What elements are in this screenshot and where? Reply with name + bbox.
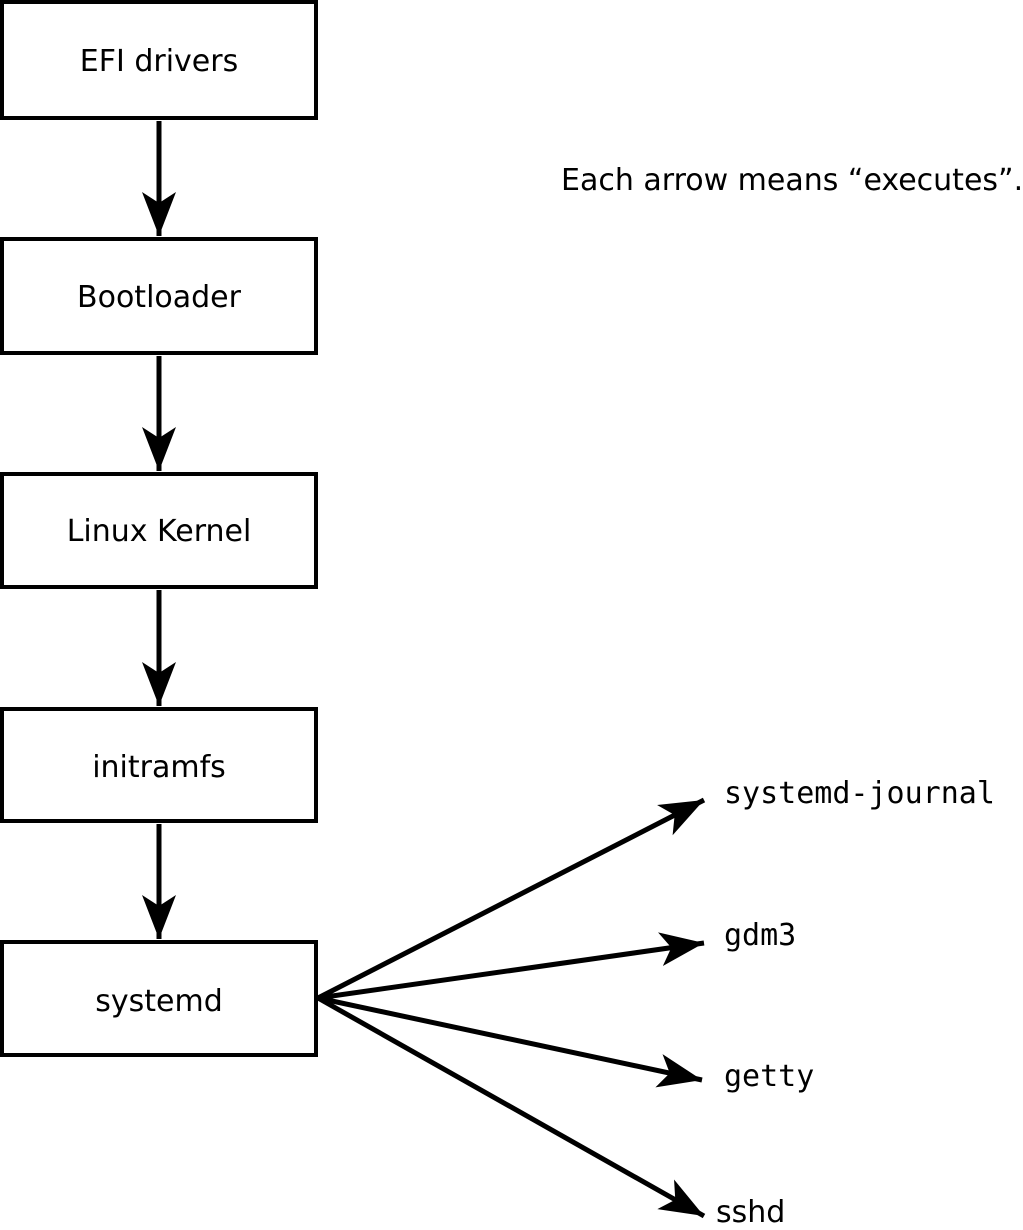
service-label-gdm3: gdm3 bbox=[724, 918, 796, 953]
box-systemd-label: systemd bbox=[95, 984, 223, 1019]
box-bootloader: Bootloader bbox=[0, 237, 318, 355]
arrow-systemd-to-journal bbox=[316, 797, 706, 1001]
arrow-systemd-to-gdm3 bbox=[317, 932, 705, 1001]
box-efi-drivers-label: EFI drivers bbox=[80, 44, 238, 79]
arrow-systemd-to-getty bbox=[317, 995, 703, 1088]
box-systemd-rect bbox=[0, 940, 318, 1057]
service-label-systemd-journal: systemd-journal bbox=[724, 776, 995, 811]
box-initramfs-rect bbox=[0, 707, 318, 823]
box-efi-drivers-rect bbox=[0, 0, 318, 120]
box-initramfs: initramfs bbox=[0, 707, 318, 823]
box-linux-kernel-label: Linux Kernel bbox=[67, 514, 252, 549]
box-bootloader-rect bbox=[0, 237, 318, 355]
box-efi-drivers: EFI drivers bbox=[0, 0, 318, 120]
box-linux-kernel-rect bbox=[0, 472, 318, 589]
box-initramfs-label: initramfs bbox=[92, 750, 226, 785]
box-linux-kernel: Linux Kernel bbox=[0, 472, 318, 589]
arrow-legend-note: Each arrow means “executes”. bbox=[561, 163, 1023, 198]
service-label-sshd: sshd bbox=[716, 1195, 785, 1230]
box-systemd: systemd bbox=[0, 940, 318, 1057]
box-bootloader-label: Bootloader bbox=[77, 280, 242, 315]
service-label-getty: getty bbox=[724, 1059, 814, 1094]
arrow-systemd-to-sshd bbox=[316, 995, 706, 1219]
